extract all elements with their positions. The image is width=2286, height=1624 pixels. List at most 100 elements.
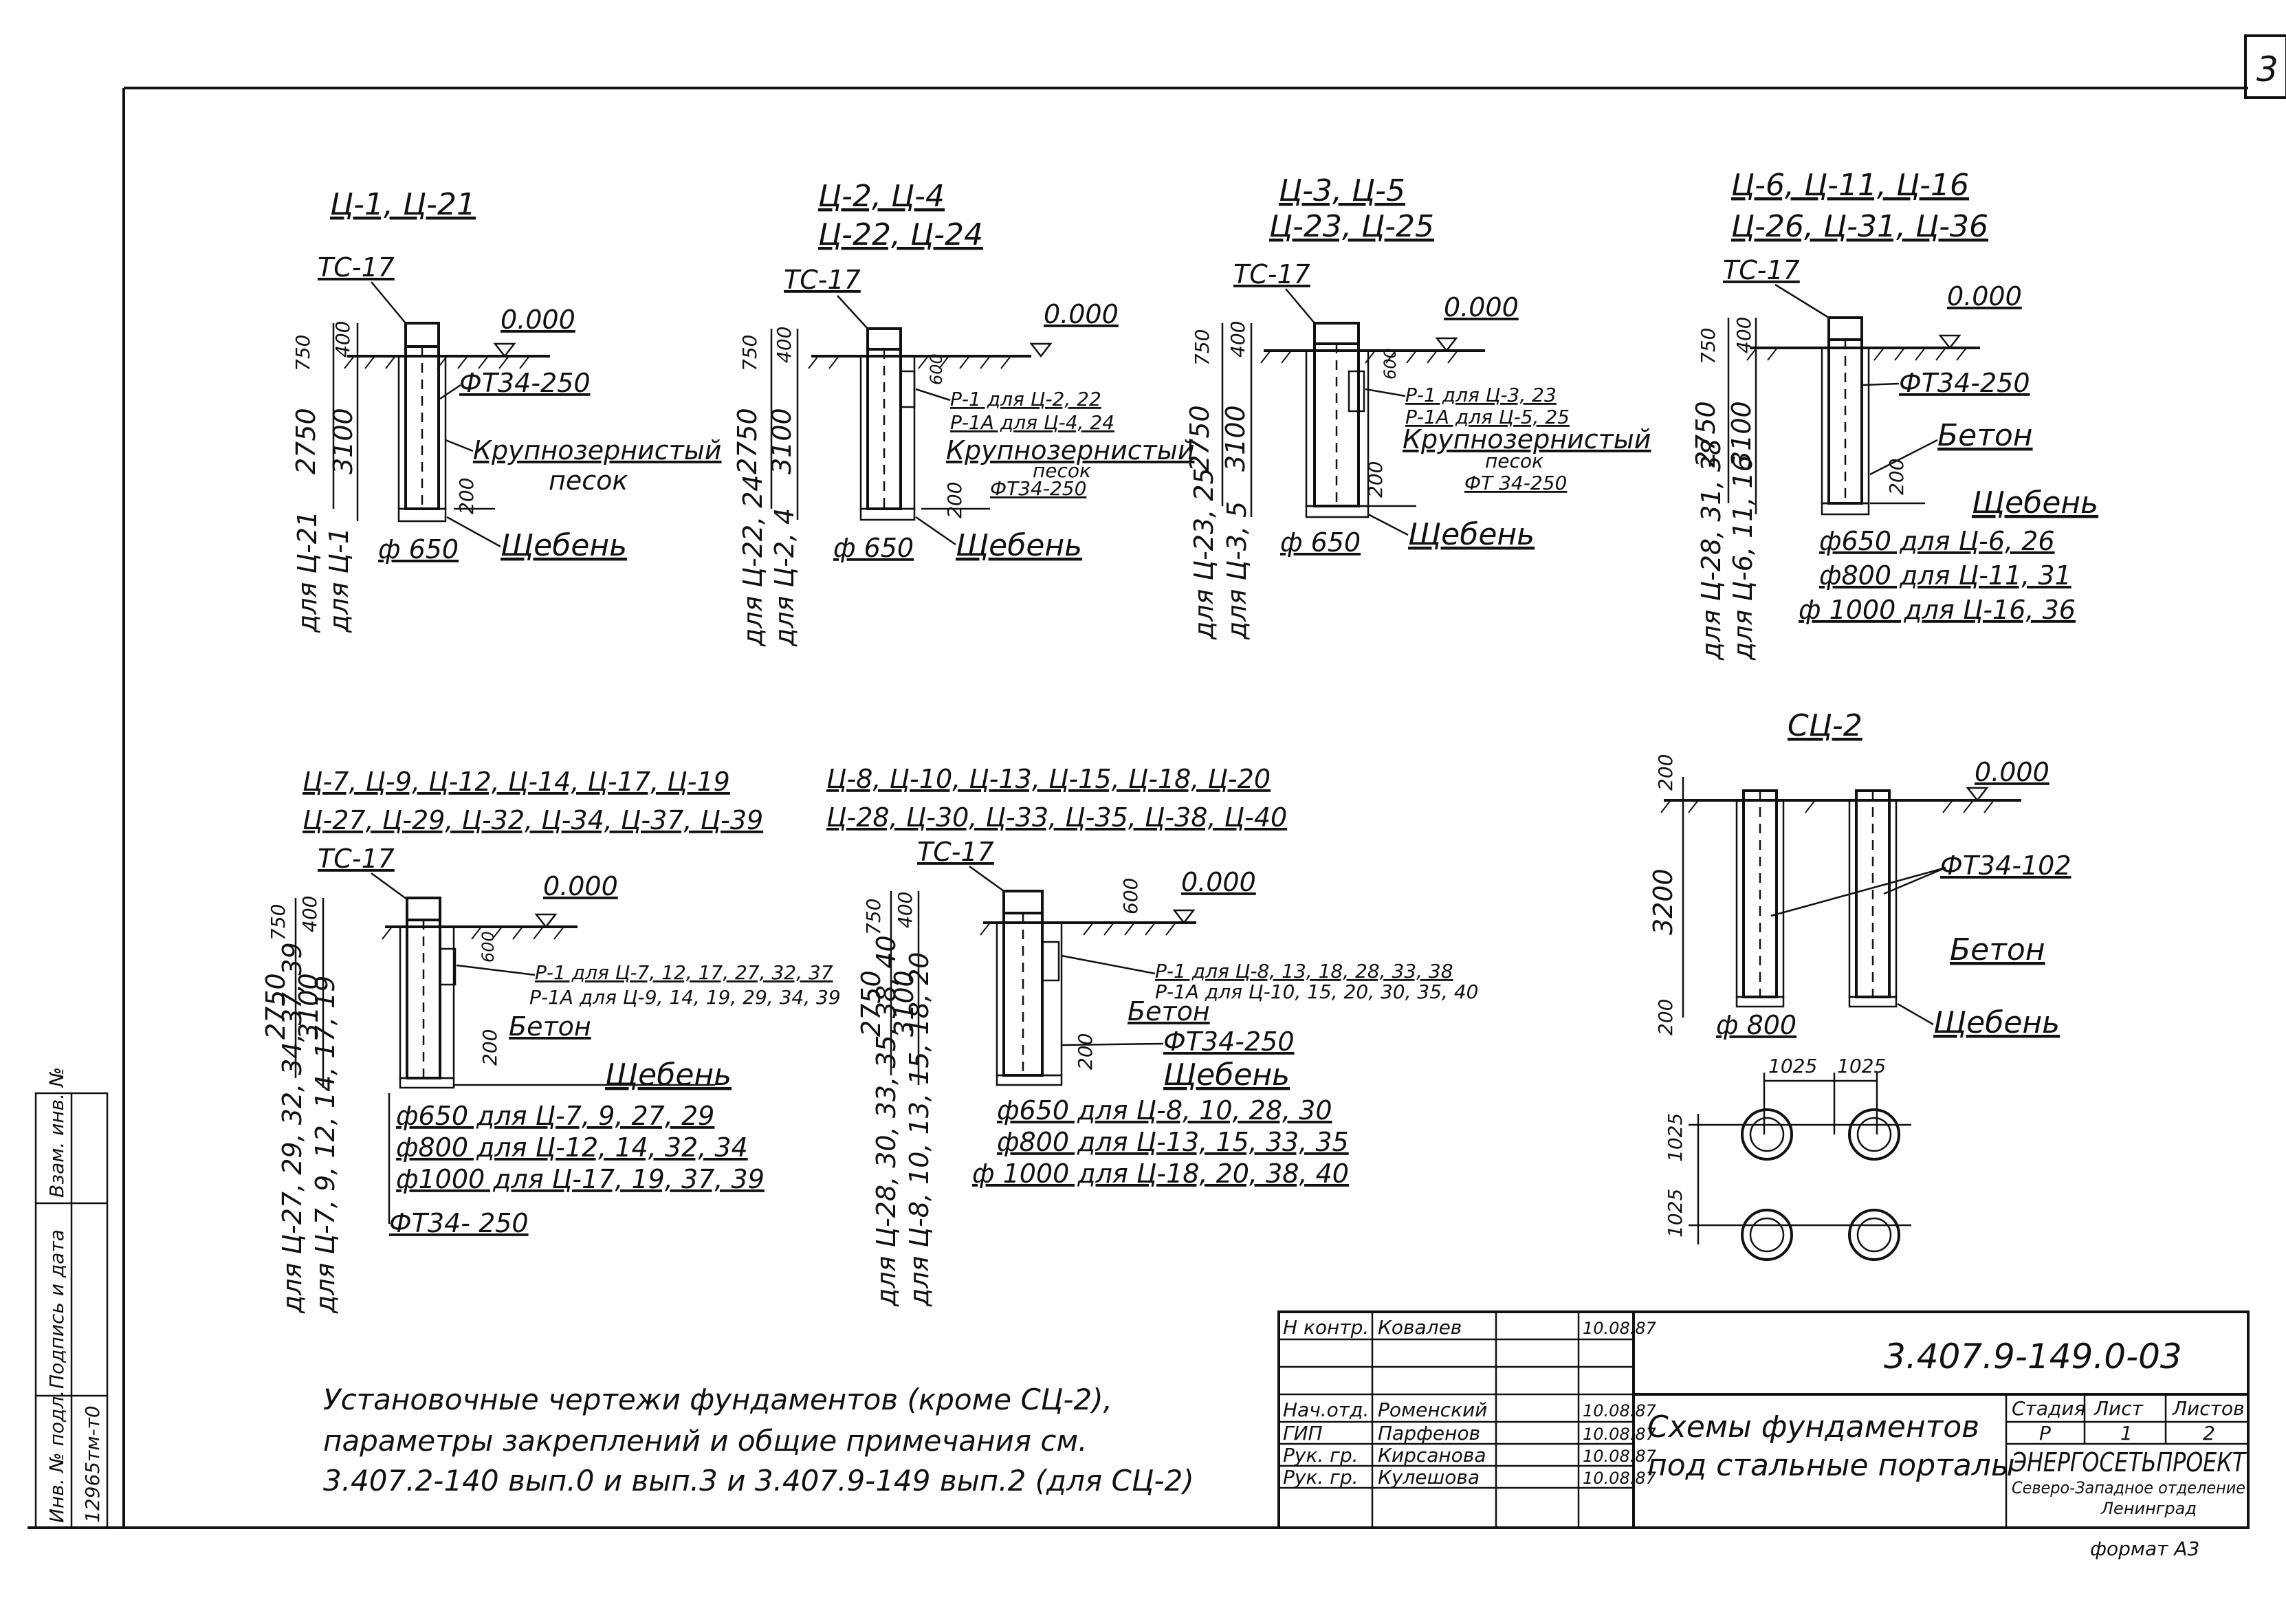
dim-600: 600 (927, 353, 946, 385)
dim-600: 600 (479, 931, 498, 963)
ft-label: ФТ34-102 (1940, 851, 2071, 881)
dim-top: 200 (1654, 754, 1677, 791)
tb-date-5: 10.08.87 (1583, 1447, 1657, 1466)
org-city: Ленинград (2100, 1499, 2197, 1518)
tc-label: ТС-17 (1723, 255, 1800, 285)
diameter-1: ф650 для Ц-6, 26 (1819, 526, 2055, 556)
level-label: 0.000 (1181, 867, 1256, 897)
r1-label: Р-1 для Ц-8, 13, 18, 28, 33, 38 (1155, 960, 1453, 983)
dim-2750: 2750 (732, 408, 762, 474)
replace-label: Взам. инв. № (45, 1067, 68, 1198)
section-title-2: Ц-27, Ц-29, Ц-32, Ц-34, Ц-37, Ц-39 (303, 805, 763, 835)
dim-400: 400 (1733, 317, 1755, 353)
dim-750: 750 (1191, 329, 1213, 366)
section-title: Ц-1, Ц-21 (330, 187, 476, 222)
side-label-1: для Ц-28, 31, 38 (1696, 439, 1726, 661)
dim-3100: 3100 (889, 970, 919, 1037)
diameter-label: ф 650 (378, 534, 459, 564)
side-label-1: для Ц-21 (292, 511, 322, 633)
dim-400: 400 (894, 892, 916, 928)
title-block: Н контр. Ковалев 10.08.87 Нач.отд. Ромен… (1277, 1310, 2250, 1560)
concrete-label: Бетон (1128, 996, 1210, 1027)
section-title: СЦ-2 (1788, 708, 1862, 743)
side-label-2: для Ц-3, 5 (1222, 501, 1252, 640)
section-c2-c4: Ц-2, Ц-4 Ц-22, Ц-24 ТС-17 0.000 750 400 … (732, 179, 1195, 647)
gravel-label: Щебень (956, 528, 1082, 563)
diameter-2: ф800 для Ц-11, 31 (1819, 560, 2071, 591)
plan-dim-2: 1025 (1837, 1055, 1886, 1077)
dim-400: 400 (298, 896, 321, 932)
r1-label: Р-1 для Ц-2, 22 (950, 388, 1101, 410)
dim-bottom: 200 (1654, 999, 1677, 1035)
level-label: 0.000 (501, 305, 575, 335)
dim-750: 750 (738, 335, 761, 371)
side-label-2: для Ц-8, 10, 13, 15, 18, 20 (904, 952, 934, 1307)
section-c3-c5: Ц-3, Ц-5 Ц-23, Ц-25 ТС-17 0.000 750 400 … (1185, 173, 1651, 640)
tb-date-1: 10.08.87 (1583, 1319, 1657, 1338)
gravel-label: Щебень (501, 528, 627, 563)
stage-label: Стадия (2012, 1397, 2085, 1420)
sand-label-1: Крупнозернистый (1403, 424, 1651, 454)
gravel-label: Щебень (1408, 517, 1535, 552)
dim-2750: 2750 (291, 408, 321, 474)
sand-label-2: песок (549, 465, 628, 496)
note-line-1: Установочные чертежи фундаментов (кроме … (323, 1383, 1112, 1416)
doc-title-1: Схемы фундаментов (1647, 1409, 1979, 1445)
sheet-label: Лист (2093, 1397, 2144, 1420)
org-branch: Северо-Западное отделение (2012, 1478, 2245, 1497)
side-label-2: для Ц-2, 4 (769, 508, 800, 647)
dim-600: 600 (1381, 348, 1400, 380)
stage-value: Р (2039, 1422, 2051, 1445)
r1-label: Р-1 для Ц-7, 12, 17, 27, 32, 37 (535, 961, 833, 984)
dim-main: 3200 (1648, 868, 1678, 935)
section-title-2: Ц-22, Ц-24 (818, 217, 983, 252)
gravel-label: Щебень (605, 1057, 732, 1093)
diameter-2: ф800 для Ц-12, 14, 32, 34 (396, 1132, 748, 1163)
dim-200: 200 (943, 482, 966, 518)
tb-role-3: Нач.отд. (1283, 1398, 1369, 1421)
ft-label: ФТ34- 250 (389, 1208, 529, 1238)
tc-label: ТС-17 (318, 844, 395, 874)
tb-name-1: Ковалев (1378, 1316, 1462, 1339)
dim-750: 750 (267, 904, 289, 941)
sheets-label: Листов (2172, 1397, 2245, 1420)
diameter-label: ф 650 (1280, 527, 1361, 558)
section-title-1: Ц-7, Ц-9, Ц-12, Ц-14, Ц-17, Ц-19 (303, 767, 730, 797)
section-title-1: Ц-2, Ц-4 (818, 179, 945, 214)
diameter-3: ф 1000 для Ц-16, 36 (1799, 595, 2076, 625)
ft-label: ФТ34-250 (990, 477, 1086, 500)
section-title-1: Ц-8, Ц-10, Ц-13, Ц-15, Ц-18, Ц-20 (826, 764, 1271, 794)
diameter-label: ф 800 (1716, 1010, 1796, 1040)
side-label-1: для Ц-28, 30, 33, 35, 38, 40 (871, 935, 901, 1307)
section-c8-c10: Ц-8, Ц-10, Ц-13, Ц-15, Ц-18, Ц-20 Ц-28, … (826, 764, 1478, 1307)
tb-date-6: 10.08.87 (1583, 1469, 1657, 1488)
ft-label: ФТ34-250 (1163, 1027, 1295, 1057)
sand-label-1: Крупнозернистый (946, 435, 1195, 465)
general-note: Установочные чертежи фундаментов (кроме … (323, 1383, 1194, 1497)
r1-label: Р-1 для Ц-3, 23 (1405, 384, 1557, 406)
doc-title-2: под стальные порталы (1647, 1448, 2015, 1483)
dim-750: 750 (292, 335, 314, 371)
section-sc2: СЦ-2 0.000 200 3200 200 ФТ34-102 Бетон Щ… (1648, 708, 2071, 1261)
level-label: 0.000 (543, 871, 618, 901)
plan-dim-1: 1025 (1768, 1055, 1817, 1077)
sign-label: Подпись и дата (45, 1229, 68, 1389)
r1a-label: Р-1А для Ц-5, 25 (1405, 406, 1570, 428)
tb-date-3: 10.08.87 (1583, 1401, 1657, 1420)
dim-3100: 3100 (1726, 401, 1757, 468)
dim-3100: 3100 (767, 408, 797, 474)
dim-750: 750 (862, 899, 885, 935)
inv-value: 12965тм-т0 (81, 1405, 104, 1523)
section-title-2: Ц-23, Ц-25 (1269, 209, 1434, 244)
note-line-3: 3.407.2-140 вып.0 и вып.3 и 3.407.9-149 … (323, 1464, 1194, 1497)
section-c1-c21: Ц-1, Ц-21 ТС-17 0.000 750 400 2750 3100 … (291, 187, 722, 633)
sheet-frame: 3 (28, 34, 2286, 1529)
dim-200: 200 (1885, 459, 1908, 495)
level-label: 0.000 (1444, 292, 1519, 322)
concrete-label: Бетон (509, 1011, 591, 1042)
section-title-1: Ц-6, Ц-11, Ц-16 (1731, 168, 1969, 203)
tb-name-6: Кулешова (1378, 1466, 1480, 1489)
section-c7-c9: Ц-7, Ц-9, Ц-12, Ц-14, Ц-17, Ц-19 Ц-27, Ц… (261, 767, 841, 1314)
dim-400: 400 (331, 321, 354, 358)
gravel-label: Щебень (1933, 1005, 2060, 1040)
